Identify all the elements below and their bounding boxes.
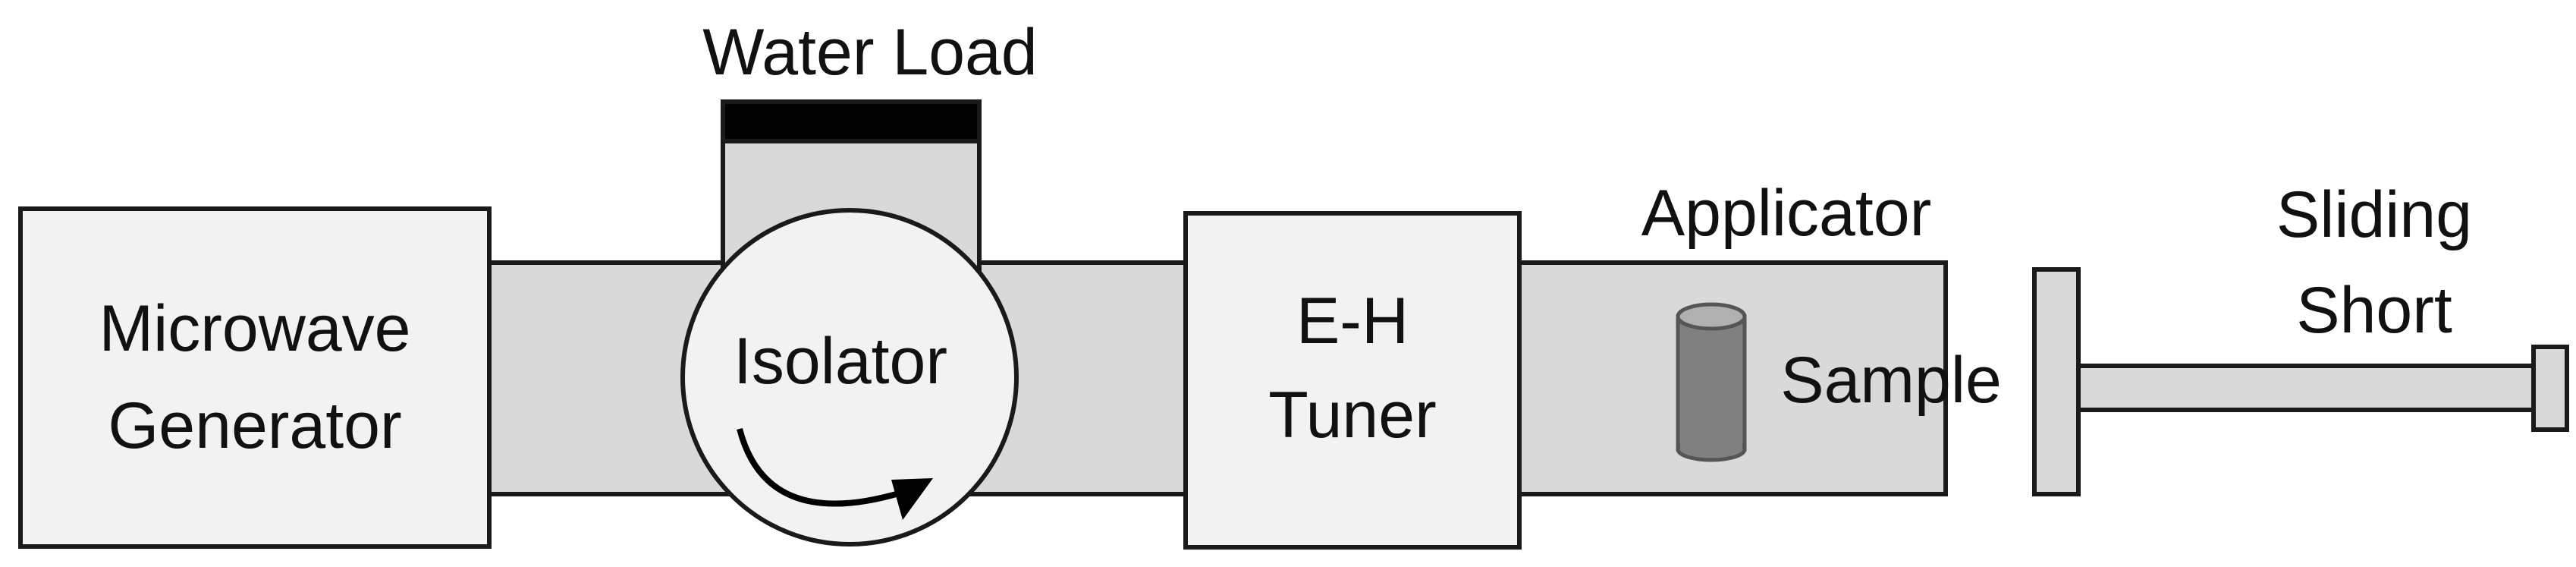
generator-label-line2: Generator [108,389,401,462]
sliding-short-plate [2032,267,2081,496]
water-load-label: Water Load [702,16,1037,89]
sample-cylinder-top [1676,302,1747,331]
sliding-short-label-line2: Short [2296,274,2452,347]
microwave-generator-box [18,206,492,549]
water-load-cap [721,99,982,143]
isolator-circle [680,208,1019,547]
applicator-label: Applicator [1641,177,1931,250]
sliding-short-rod [2076,364,2536,412]
sample-label: Sample [1780,344,2002,417]
sample-cylinder-fill [1680,319,1742,449]
isolator-arrowhead-icon [891,478,933,520]
generator-label-line1: Microwave [99,292,411,365]
sliding-short-label-line1: Sliding [2276,178,2472,251]
isolator-label: Isolator [734,325,947,398]
tuner-label-line1: E-H [1296,285,1409,358]
sliding-short-handle [2531,345,2569,432]
isolator-arrow-icon [737,427,900,507]
tuner-label-line2: Tuner [1268,379,1436,452]
eh-tuner-box [1183,211,1522,550]
